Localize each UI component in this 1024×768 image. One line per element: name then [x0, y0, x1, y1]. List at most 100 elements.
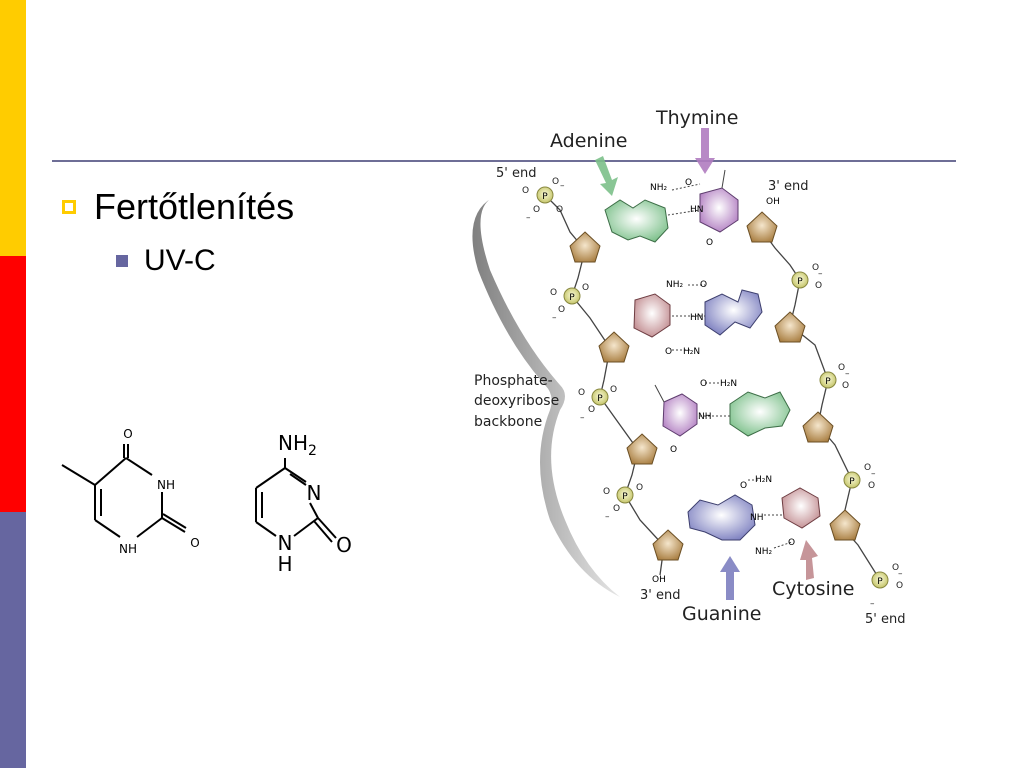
- charge-minus: –: [605, 512, 610, 522]
- atom-o: O: [812, 263, 819, 273]
- charge-minus: –: [818, 269, 823, 279]
- charge-minus: –: [526, 213, 531, 223]
- svg-text:P: P: [597, 394, 603, 404]
- adenine-arrow: [595, 156, 618, 196]
- thymine-base: [699, 187, 739, 233]
- svg-text:P: P: [622, 492, 628, 502]
- sugar-pentagon: [569, 231, 601, 263]
- adenine-base: [729, 391, 791, 437]
- phosphate-group: P: [791, 271, 809, 289]
- guanine-base: [704, 289, 763, 336]
- label-backbone-line2: deoxyribose: [474, 393, 559, 409]
- charge-minus: –: [552, 313, 557, 323]
- sugar-pentagon: [746, 211, 778, 243]
- phosphate-group: P: [591, 388, 609, 406]
- thymine-o-right: O: [190, 536, 199, 550]
- thymine-o-bottom: O: [670, 445, 677, 455]
- thymine-o-top: O: [123, 427, 132, 441]
- atom-o: O: [636, 483, 643, 493]
- cytosine-base: [781, 487, 821, 529]
- guanine-base: [687, 494, 756, 541]
- thymine-nh: NH: [698, 412, 712, 422]
- cytosine-bonds: [255, 458, 337, 543]
- atom-oh: OH: [652, 575, 666, 585]
- sugar-pentagon: [598, 331, 630, 363]
- atom-o: O: [864, 463, 871, 473]
- atom-o: O: [892, 563, 899, 573]
- cytosine-o: O: [336, 533, 352, 557]
- thymine-base: [662, 393, 698, 437]
- phosphate-group: P: [616, 486, 634, 504]
- guanine-nh: NH: [750, 513, 764, 523]
- thymine-nh-bottom: NH: [119, 542, 137, 556]
- cytosine-o: O: [665, 347, 672, 357]
- guanine-nh2: NH₂: [755, 547, 773, 557]
- atom-o: O: [815, 281, 822, 291]
- bullet-text-fertotlenites: Fertőtlenítés: [94, 186, 295, 227]
- side-bar-red: [0, 256, 26, 512]
- label-adenine: Adenine: [550, 130, 627, 152]
- label-5-end-bottom: 5' end: [865, 612, 905, 627]
- bullet-level-1: Fertőtlenítés: [62, 186, 294, 228]
- svg-text:P: P: [797, 277, 803, 287]
- phosphate-group: P: [819, 371, 837, 389]
- atom-o: O: [603, 487, 610, 497]
- cytosine-o: O: [788, 538, 795, 548]
- cytosine-nh2: NH₂: [666, 280, 684, 290]
- sugar-pentagon: [652, 529, 684, 561]
- charge-minus: –: [580, 413, 585, 423]
- atom-oh: OH: [766, 197, 780, 207]
- square-bullet-icon: [62, 200, 76, 214]
- phosphate-group: P: [843, 471, 861, 489]
- thymine-hn: HN: [690, 205, 704, 215]
- atom-o: O: [896, 581, 903, 591]
- guanine-o: O: [700, 280, 707, 290]
- cytosine-n: N: [307, 481, 322, 505]
- sugar-pentagon: [802, 411, 834, 443]
- atom-o: O: [533, 205, 540, 215]
- label-thymine: Thymine: [655, 107, 738, 129]
- atom-o: O: [550, 288, 557, 298]
- thymine-o: O: [700, 379, 707, 389]
- dna-structure-diagram: P P P P P P P P O O O O – – O O O – O O …: [472, 107, 905, 627]
- label-backbone-line3: backbone: [474, 414, 542, 430]
- label-cytosine: Cytosine: [772, 578, 855, 600]
- thymine-o-bottom: O: [706, 238, 713, 248]
- thymine-o: O: [685, 178, 692, 188]
- svg-text:P: P: [849, 477, 855, 487]
- svg-text:P: P: [877, 577, 883, 587]
- atom-o: O: [558, 305, 565, 315]
- charge-minus: –: [845, 369, 850, 379]
- atom-o: O: [588, 405, 595, 415]
- sugar-pentagon: [829, 509, 861, 541]
- charge-minus: –: [870, 599, 875, 609]
- label-guanine: Guanine: [682, 603, 761, 625]
- atom-o: O: [842, 381, 849, 391]
- charge-minus: –: [898, 569, 903, 579]
- guanine-hn: HN: [690, 313, 704, 323]
- base-pair-adenine-thymine: NH₂ O HN O: [604, 169, 739, 248]
- cytosine-arrow: [800, 540, 818, 580]
- atom-o: O: [552, 177, 559, 187]
- filled-square-bullet-icon: [116, 255, 128, 267]
- thymine-bonds: [61, 444, 187, 538]
- phosphate-group: P: [871, 571, 889, 589]
- atom-o: O: [613, 504, 620, 514]
- atom-o: O: [610, 385, 617, 395]
- svg-text:P: P: [569, 293, 575, 303]
- adenine-base: [604, 199, 669, 243]
- base-pair-cytosine-guanine: NH₂ O HN O H₂N: [633, 280, 763, 357]
- base-pair-thymine-adenine: O H₂N NH O: [654, 379, 791, 455]
- charge-minus: –: [871, 469, 876, 479]
- thymine-nh: NH: [157, 478, 175, 492]
- adenine-h2n: H₂N: [720, 379, 737, 389]
- phosphate-group: P: [563, 287, 581, 305]
- thymine-arrow: [695, 128, 715, 174]
- side-bar-yellow: [0, 0, 26, 256]
- svg-text:P: P: [825, 377, 831, 387]
- title-rule: [52, 160, 956, 162]
- atom-o: O: [522, 186, 529, 196]
- cytosine-nh2: NH2: [278, 431, 317, 459]
- atom-o: O: [582, 283, 589, 293]
- cytosine-h: H: [277, 552, 292, 575]
